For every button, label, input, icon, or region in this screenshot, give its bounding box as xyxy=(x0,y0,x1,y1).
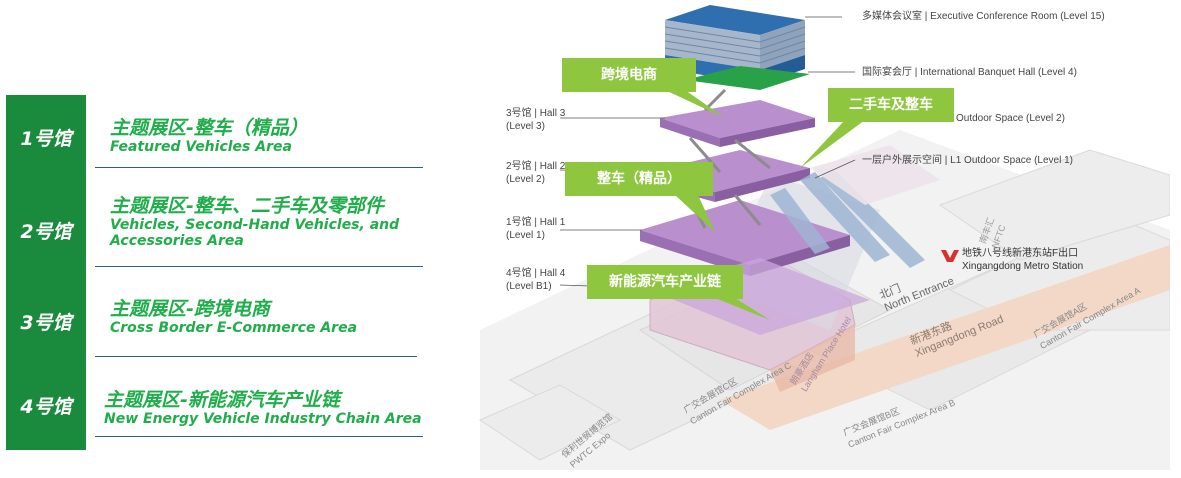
area-item-1: 主题展区-整车（精品） Featured Vehicles Area xyxy=(110,117,308,155)
area-title-en: New Energy Vehicle Industry Chain Area xyxy=(104,411,422,427)
label-hall2: 2号馆 | Hall 2(Level 2) xyxy=(506,161,566,185)
area-item-2: 主题展区-整车、二手车及零部件 Vehicles, Second-Hand Ve… xyxy=(110,195,420,249)
hall-number-3: 3号馆 xyxy=(20,312,72,334)
venue-diagram: 多媒体会议室 | Executive Conference Room (Leve… xyxy=(470,0,1170,478)
area-title-cn: 主题展区-整车（精品） xyxy=(110,117,308,139)
area-title-en: Featured Vehicles Area xyxy=(110,139,292,155)
hall-number-bar: 1号馆 2号馆 3号馆 4号馆 xyxy=(6,95,86,450)
callout-cross-border: 跨境电商 xyxy=(562,58,696,92)
area-title-cn: 主题展区-跨境电商 xyxy=(110,298,270,320)
callout-nev: 新能源汽车产业链 xyxy=(587,265,743,299)
divider xyxy=(95,266,423,267)
label-banquet-hall: 国际宴会厅 | International Banquet Hall (Leve… xyxy=(862,67,1077,78)
label-outdoor-level1: 一层户外展示空间 | L1 Outdoor Space (Level 1) xyxy=(862,155,1074,166)
divider xyxy=(95,167,423,168)
area-title-en: Vehicles, Second-Hand Vehicles, and Acce… xyxy=(110,217,400,249)
label-hall3: 3号馆 | Hall 3(Level 3) xyxy=(506,108,566,132)
divider xyxy=(95,436,423,437)
callout-used-car: 二手车及整车 xyxy=(828,88,954,122)
hall-number-1: 1号馆 xyxy=(20,128,72,150)
hall-number-4: 4号馆 xyxy=(20,396,72,418)
area-title-cn: 主题展区-新能源汽车产业链 xyxy=(104,389,340,411)
label-hall4: 4号馆 | Hall 4(Level B1) xyxy=(506,268,566,292)
label-hall1: 1号馆 | Hall 1(Level 1) xyxy=(506,217,566,241)
callout-vehicles: 整车（精品） xyxy=(565,162,713,196)
area-title-en: Cross Border E-Commerce Area xyxy=(110,320,358,336)
divider xyxy=(95,356,417,357)
area-title-cn: 主题展区-整车、二手车及零部件 xyxy=(110,195,384,217)
hall-number-2: 2号馆 xyxy=(20,221,72,243)
area-item-3: 主题展区-跨境电商 Cross Border E-Commerce Area xyxy=(110,298,357,336)
label-executive-conference: 多媒体会议室 | Executive Conference Room (Leve… xyxy=(862,11,1105,22)
area-item-4: 主题展区-新能源汽车产业链 New Energy Vehicle Industr… xyxy=(104,389,422,427)
label-outdoor-level2: Outdoor Space (Level 2) xyxy=(956,113,1065,124)
